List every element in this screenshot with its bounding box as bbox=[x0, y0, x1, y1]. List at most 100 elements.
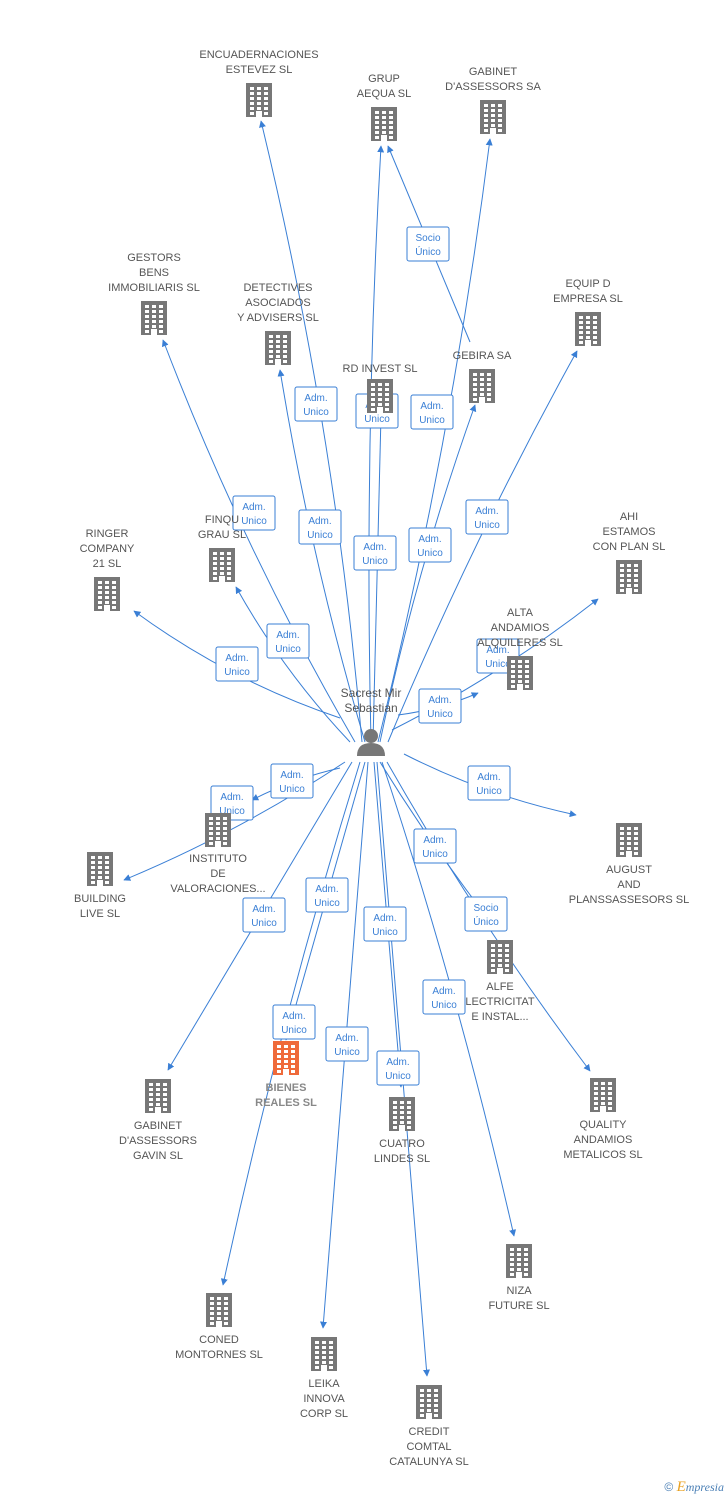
edge-label-box bbox=[232, 495, 276, 531]
company-label: ASOCIADOS bbox=[245, 297, 310, 309]
building-icon bbox=[367, 379, 393, 413]
building-window bbox=[407, 1111, 411, 1114]
building-window bbox=[505, 969, 509, 972]
building-window bbox=[487, 388, 491, 391]
building-door bbox=[600, 1106, 606, 1112]
edge-label-credit-comtal[interactable]: Adm.Unico bbox=[376, 1050, 420, 1086]
building-window bbox=[156, 1093, 160, 1096]
edge-label-bienes-reales[interactable]: Adm.Unico bbox=[272, 1004, 316, 1040]
building-window bbox=[257, 87, 261, 90]
building-window bbox=[98, 581, 102, 584]
edge-label-text: Unico bbox=[334, 1047, 360, 1058]
building-door bbox=[426, 1413, 432, 1419]
building-window bbox=[213, 557, 217, 560]
edge-label-detectives[interactable]: Adm. Unico bbox=[298, 509, 342, 545]
company-node-instituto[interactable]: INSTITUTODEVALORACIONES... bbox=[170, 813, 266, 895]
building-window bbox=[378, 383, 382, 386]
building-icon bbox=[311, 1337, 337, 1371]
building-window bbox=[393, 1106, 397, 1109]
edge-label-text: Adm. bbox=[477, 772, 500, 783]
edge-label-gabinet-gavin[interactable]: Adm.Unico bbox=[242, 897, 286, 933]
edge-label-text: Único bbox=[473, 915, 499, 928]
building-window bbox=[608, 1097, 612, 1100]
building-window bbox=[210, 1312, 214, 1315]
building-window bbox=[159, 330, 163, 333]
company-node-gebira[interactable]: GEBIRA SA bbox=[453, 350, 512, 403]
building-window bbox=[420, 1414, 424, 1417]
company-node-rd-invest[interactable]: RD INVEST SL bbox=[343, 363, 418, 413]
building-window bbox=[223, 827, 227, 830]
building-window bbox=[105, 581, 109, 584]
edge-label-cuatro-lindes[interactable]: Adm.Unico bbox=[363, 906, 407, 942]
company-label: GAVIN SL bbox=[133, 1150, 183, 1162]
edge-label-gestors-bens[interactable]: Adm.Unico bbox=[232, 495, 276, 531]
building-window bbox=[291, 1065, 295, 1068]
edge-label-august[interactable]: Adm.Unico bbox=[467, 765, 511, 801]
edge-label-text: Adm. bbox=[308, 516, 331, 527]
building-window bbox=[601, 1102, 605, 1105]
edge-label-finqu-grau[interactable]: Adm.Unico bbox=[266, 623, 310, 659]
building-door bbox=[490, 128, 496, 134]
edge-label-encuadernaciones[interactable]: Adm.Unico bbox=[294, 386, 338, 422]
company-label: ALTA bbox=[507, 607, 534, 619]
edge-label-alta-andamios[interactable]: Adm.Unico bbox=[418, 688, 462, 724]
edge-label-box bbox=[294, 386, 338, 422]
edge-label-box bbox=[464, 896, 508, 932]
building-window bbox=[491, 114, 495, 117]
building-door bbox=[321, 1365, 327, 1371]
edge-label-rd-invest[interactable]: Adm.Unico bbox=[353, 535, 397, 571]
building-icon bbox=[416, 1385, 442, 1419]
edge-label-gebira[interactable]: Adm.Unico bbox=[408, 527, 452, 563]
edge-label-text: Unico bbox=[307, 530, 333, 541]
edge-label-alfe[interactable]: Adm.Unico bbox=[413, 828, 457, 864]
edge-label-building-live[interactable]: Adm.Unico bbox=[210, 785, 254, 821]
building-window bbox=[473, 378, 477, 381]
building-window bbox=[579, 331, 583, 334]
edge-label-gabinet-assessors-sa[interactable]: Adm.Unico bbox=[410, 394, 454, 430]
edge-label-ringer[interactable]: Adm.Unico bbox=[215, 646, 259, 682]
edge-label-instituto[interactable]: Adm.Unico bbox=[270, 763, 314, 799]
building-icon bbox=[265, 331, 291, 365]
company-label: LECTRICITAT bbox=[465, 996, 535, 1008]
building-window bbox=[159, 305, 163, 308]
building-window bbox=[91, 871, 95, 874]
building-door bbox=[626, 851, 632, 857]
building-window bbox=[209, 837, 213, 840]
edge-label-niza[interactable]: Adm.Unico bbox=[422, 979, 466, 1015]
building-window bbox=[269, 350, 273, 353]
building-window bbox=[586, 316, 590, 319]
edge-label-leika[interactable]: Adm.Unico bbox=[325, 1026, 369, 1062]
building-window bbox=[210, 1317, 214, 1320]
building-window bbox=[223, 822, 227, 825]
building-window bbox=[213, 552, 217, 555]
building-window bbox=[579, 336, 583, 339]
edge-label-equip-d[interactable]: Adm.Unico bbox=[465, 499, 509, 535]
edge-label-coned[interactable]: Adm.Unico bbox=[305, 877, 349, 913]
building-icon bbox=[469, 369, 495, 403]
building-window bbox=[510, 1258, 514, 1261]
